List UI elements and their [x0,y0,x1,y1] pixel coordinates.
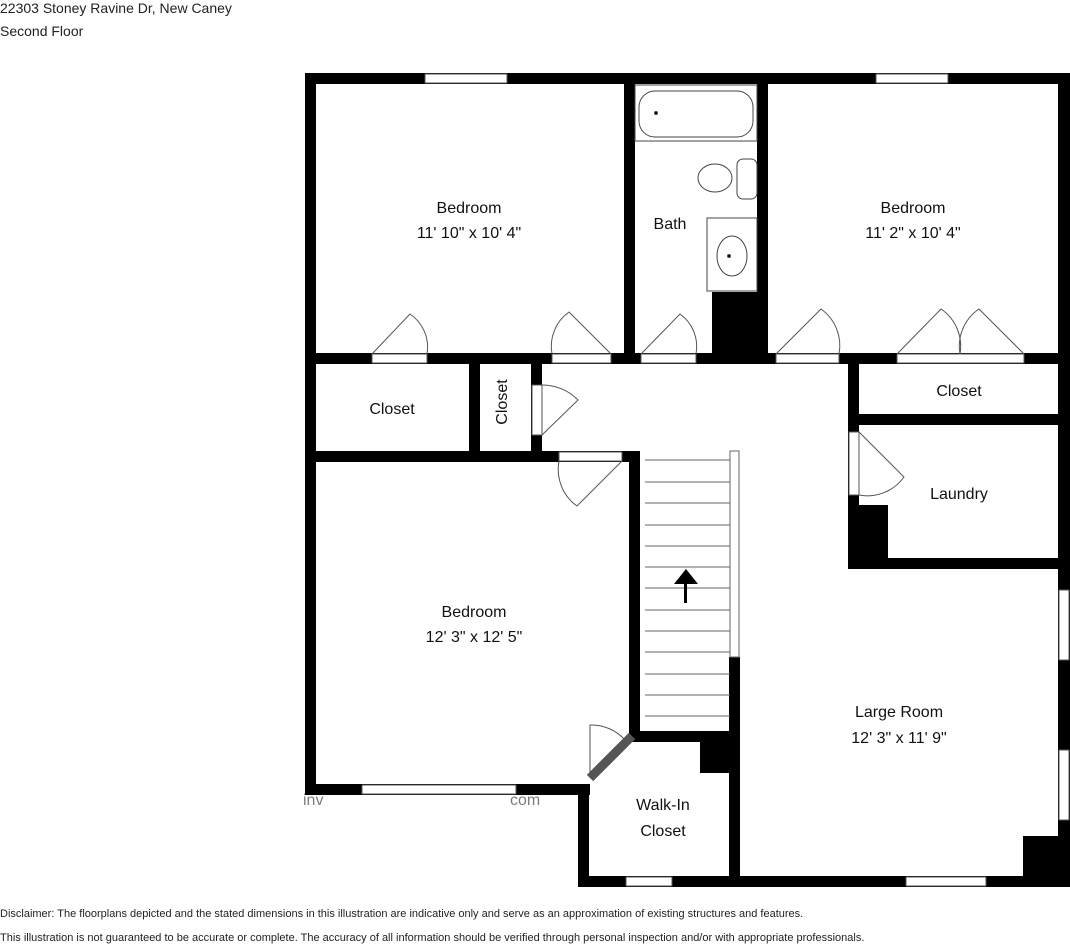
room-label-bedroom-1: Bedroom [437,200,502,217]
room-label-bath: Bath [654,216,687,233]
room-label-closet-3: Closet [936,383,982,400]
room-label-laundry: Laundry [930,486,988,503]
floor-title: Second Floor [0,23,84,39]
room-label-bedroom-2: Bedroom [881,200,946,217]
room-label-walk-in-closet: Closet [640,823,686,840]
watermark: inv [303,792,323,809]
room-dims-large-room: 12' 3" x 11' 9" [851,730,946,747]
room-dims-bedroom-3: 12' 3" x 12' 5" [426,629,523,646]
disclaimer-line-2: This illustration is not guaranteed to b… [0,932,865,944]
room-dims-bedroom-1: 11' 10" x 10' 4" [417,225,521,242]
room-dims-bedroom-2: 11' 2" x 10' 4" [865,225,960,242]
toilet-icon [697,163,733,193]
room-label-closet-1: Closet [369,401,415,418]
walls [305,73,1070,887]
windows [361,73,1070,887]
room-label-bedroom-3: Bedroom [442,604,507,621]
room-label-walk-in: Walk-In [636,797,690,814]
room-label-large-room: Large Room [855,704,943,721]
bath-fixtures [634,84,758,292]
doors [371,308,1025,782]
property-address: 22303 Stoney Ravine Dr, New Caney [0,0,232,16]
room-label-closet-2: Closet [494,379,511,425]
disclaimer-line-1: Disclaimer: The floorplans depicted and … [0,908,804,920]
staircase [645,450,740,717]
svg-text:com: com [510,792,540,809]
bathtub-icon [638,90,754,138]
stair-up-arrow-icon [674,569,698,603]
